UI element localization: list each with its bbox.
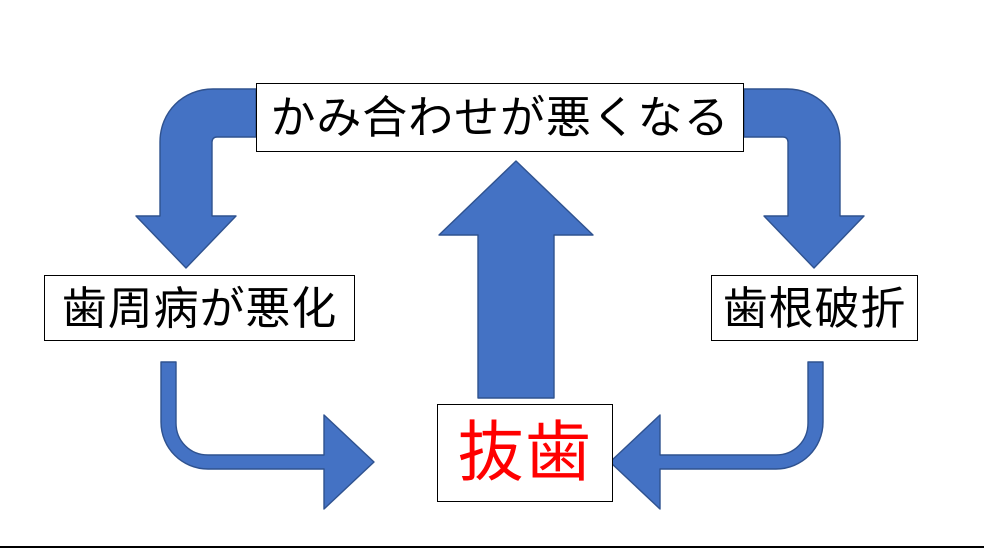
arrow-occlusion-to-root-fracture <box>743 88 865 269</box>
node-box-root-fracture[interactable]: 歯根破折 <box>711 275 918 341</box>
node-box-occlusion[interactable]: かみ合わせが悪くなる <box>256 83 744 152</box>
node-label-periodontitis: 歯周病が悪化 <box>61 281 338 335</box>
arrow-extraction-to-occlusion <box>438 160 594 399</box>
arrow-root-fracture-to-extraction <box>609 361 824 510</box>
node-label-occlusion: かみ合わせが悪くなる <box>270 91 730 144</box>
node-box-extraction[interactable]: 抜歯 <box>437 404 613 502</box>
arrow-occlusion-to-periodontitis <box>135 88 257 269</box>
node-label-extraction: 抜歯 <box>457 414 593 491</box>
arrow-periodontitis-to-extraction <box>160 361 375 510</box>
node-box-periodontitis[interactable]: 歯周病が悪化 <box>44 275 355 341</box>
node-label-root-fracture: 歯根破折 <box>722 281 907 335</box>
slide-bottom-rule <box>0 546 984 548</box>
